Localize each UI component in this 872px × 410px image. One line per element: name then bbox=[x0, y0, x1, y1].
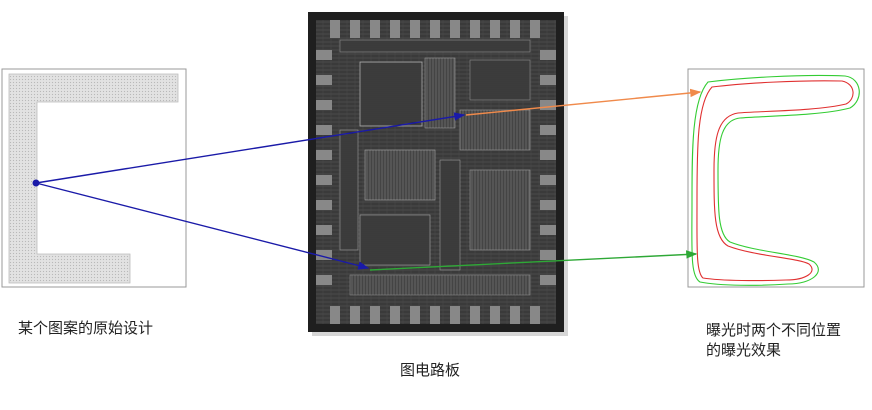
right-caption-line1: 曝光时两个不同位置 bbox=[706, 321, 842, 339]
center-caption: 图电路板 bbox=[400, 361, 461, 379]
original-design-panel bbox=[1, 68, 187, 288]
c-shape-pattern bbox=[8, 73, 179, 284]
right-caption-line2: 的曝光效果 bbox=[706, 341, 782, 359]
left-caption: 某个图案的原始设计 bbox=[18, 319, 154, 337]
blue-arrow-upper bbox=[35, 112, 466, 184]
green-arrow bbox=[369, 250, 698, 271]
blue-arrows bbox=[32, 112, 466, 270]
blue-arrow-lower bbox=[35, 182, 370, 270]
orange-arrow bbox=[465, 88, 702, 116]
circuit-board-image bbox=[308, 12, 568, 336]
exposure-contour-inner bbox=[696, 80, 854, 282]
exposure-result-panel bbox=[687, 68, 865, 288]
